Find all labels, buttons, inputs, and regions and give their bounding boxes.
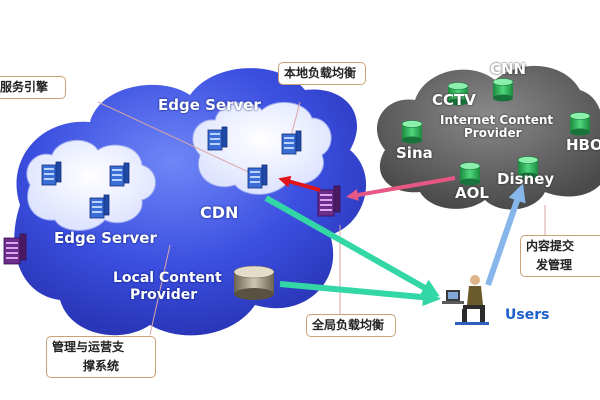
callout-management-system: 管理与运营支 撑系统 (46, 336, 156, 378)
callout-service-engine-text: 服务引擎 (0, 80, 49, 94)
pink-arrow-internet-to-cdn (346, 176, 456, 201)
sina-database-icon (401, 120, 423, 144)
service-engine-pointer (97, 101, 256, 176)
green-arrow-local-to-users (279, 281, 441, 307)
user-at-computer-icon (442, 275, 489, 325)
router-icon (3, 233, 27, 265)
green-arrow-edge-to-users (264, 195, 440, 297)
callout-global-load-balance: 全局负载均衡 (306, 314, 396, 337)
callout-local-load-balance-text: 本地负载均衡 (284, 66, 357, 80)
edge-server-label-top: Edge Server (158, 96, 261, 114)
local-content-storage-icon (233, 265, 275, 300)
aol-database-icon (459, 162, 481, 186)
edge-server-icon (281, 130, 302, 155)
cnn-database-icon (492, 78, 514, 102)
edge-server-icon (109, 162, 130, 187)
provider-label-aol: AOL (455, 184, 489, 202)
global-load-balancer-icon (317, 185, 341, 217)
edge-server-cloud-top (192, 101, 332, 195)
callout-local-load-balance: 本地负载均衡 (278, 62, 366, 85)
internet-content-provider-title-line2: Provider (464, 126, 522, 140)
internet-content-cloud (376, 65, 600, 210)
callout-content-dispatch: 内容提交 发管理 (520, 235, 600, 277)
callout-global-load-balance-text: 全局负载均衡 (312, 318, 385, 332)
users-label: Users (505, 307, 550, 323)
hbo-database-icon (569, 112, 591, 136)
callout-service-engine: 服务引擎 (0, 76, 66, 99)
edge-server-label-left: Edge Server (54, 229, 157, 247)
edge-server-icon (89, 194, 110, 219)
provider-label-cctv: CCTV (432, 91, 476, 109)
red-arrow-balancer-to-edge (278, 175, 321, 192)
local-content-provider-label-line1: Local Content (113, 270, 222, 286)
callout-content-dispatch-line2: 发管理 (536, 258, 573, 272)
edge-server-icon (41, 161, 62, 186)
edge-server-icon (247, 164, 268, 189)
provider-label-sina: Sina (396, 144, 433, 162)
local-content-provider-label-line2: Provider (130, 287, 198, 303)
internet-content-provider-title-line1: Internet Content (440, 113, 554, 127)
provider-label-disney: Disney (497, 170, 555, 188)
blue-arrow-users-to-internet (485, 183, 526, 286)
provider-label-cnn: CNN (490, 60, 527, 78)
callout-management-system-line2: 撑系统 (82, 359, 119, 373)
callout-management-system-line1: 管理与运营支 (52, 340, 125, 354)
provider-label-hbo: HBO (566, 136, 600, 154)
cdn-label: CDN (200, 203, 239, 222)
edge-server-icon (207, 126, 228, 151)
management-pointer (149, 244, 171, 336)
callout-content-dispatch-line1: 内容提交 (526, 239, 575, 253)
